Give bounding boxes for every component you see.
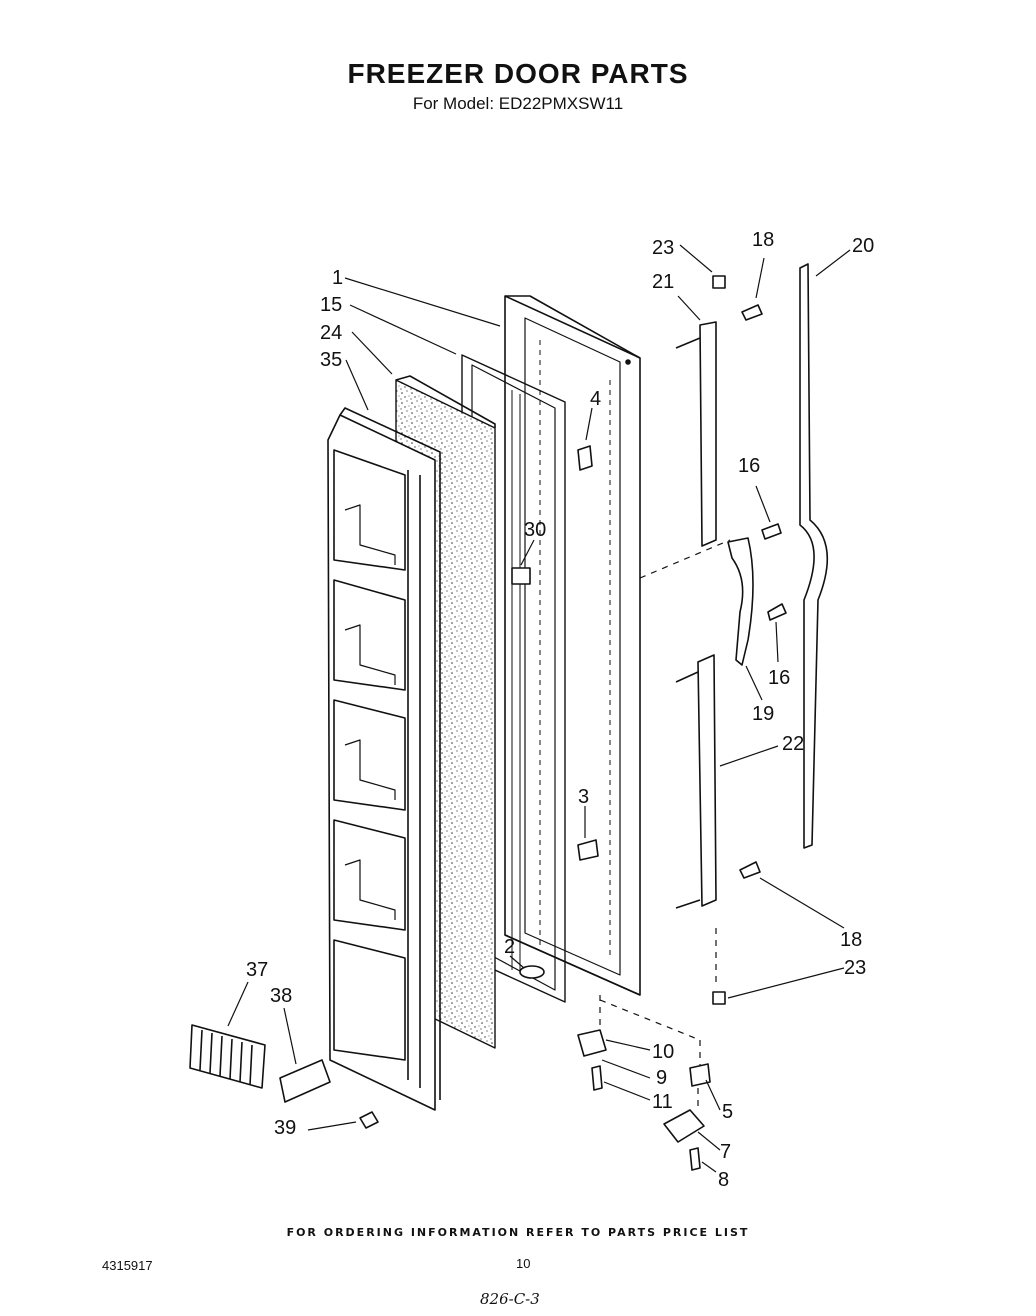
handle-bracket-19 <box>727 537 754 666</box>
hinge-bushing-5 <box>689 1063 711 1087</box>
model-subtitle: For Model: ED22PMXSW11 <box>412 94 624 113</box>
callout-7: 7 <box>720 1141 731 1163</box>
callout-4: 4 <box>590 388 601 410</box>
lower-handle-22 <box>675 654 717 909</box>
callout-24: 24 <box>320 322 342 344</box>
ordering-note: FOR ORDERING INFORMATION REFER TO PARTS … <box>286 1226 750 1239</box>
callout-22: 22 <box>782 733 804 755</box>
callout-labels: 1 15 24 35 4 30 2 3 23 18 21 20 16 16 19… <box>246 229 874 1191</box>
callout-3: 3 <box>578 786 589 808</box>
callout-23-top: 23 <box>652 237 674 259</box>
callout-19: 19 <box>752 703 774 725</box>
callout-35: 35 <box>320 349 342 371</box>
shelf-end-cap-38 <box>279 1059 331 1103</box>
callout-16-lower: 16 <box>768 667 790 689</box>
leader-lines <box>227 244 851 1173</box>
screw-16-lower <box>767 603 787 621</box>
callout-37: 37 <box>246 959 268 981</box>
callout-38: 38 <box>270 985 292 1007</box>
callout-23-bottom: 23 <box>844 957 866 979</box>
handwritten-note: 826-C-3 <box>480 1290 540 1308</box>
callout-10: 10 <box>652 1041 674 1063</box>
callout-2: 2 <box>504 936 515 958</box>
screw-18-bottom <box>739 861 761 879</box>
screw-39 <box>359 1111 379 1129</box>
screw-16-upper <box>761 523 782 540</box>
callout-9: 9 <box>656 1067 667 1089</box>
clip-3 <box>577 839 599 861</box>
page-title: FREEZER DOOR PARTS <box>347 58 689 89</box>
callout-8: 8 <box>718 1169 729 1191</box>
cap-23-bottom <box>712 991 726 1005</box>
inner-door-liner <box>327 407 441 1111</box>
handle-trim-20 <box>799 263 829 849</box>
page-number: 10 <box>516 1256 531 1271</box>
callout-16-upper: 16 <box>738 455 760 477</box>
hinge-plate-7 <box>663 1109 705 1143</box>
outer-door-panel <box>504 295 641 996</box>
document-number: 4315917 <box>102 1258 153 1273</box>
callout-18-top: 18 <box>752 229 774 251</box>
plug-4 <box>577 445 593 471</box>
callout-18-bottom: 18 <box>840 929 862 951</box>
shelf-bar-37 <box>189 1024 266 1089</box>
callout-5: 5 <box>722 1101 733 1123</box>
bushing-2 <box>519 965 545 979</box>
hinge-shim-10 <box>577 1029 607 1057</box>
screw-11 <box>591 1065 603 1091</box>
callout-11: 11 <box>652 1091 673 1113</box>
callout-21: 21 <box>652 271 674 293</box>
callout-1: 1 <box>332 267 343 289</box>
callout-20: 20 <box>852 235 874 257</box>
screw-8 <box>689 1147 701 1171</box>
cap-23-top <box>712 275 726 289</box>
upper-handle-21 <box>675 321 717 547</box>
bracket-30 <box>511 567 531 585</box>
callout-15: 15 <box>320 294 342 316</box>
callout-39: 39 <box>274 1117 296 1139</box>
callout-30: 30 <box>524 519 546 541</box>
screw-18-top <box>741 304 763 321</box>
